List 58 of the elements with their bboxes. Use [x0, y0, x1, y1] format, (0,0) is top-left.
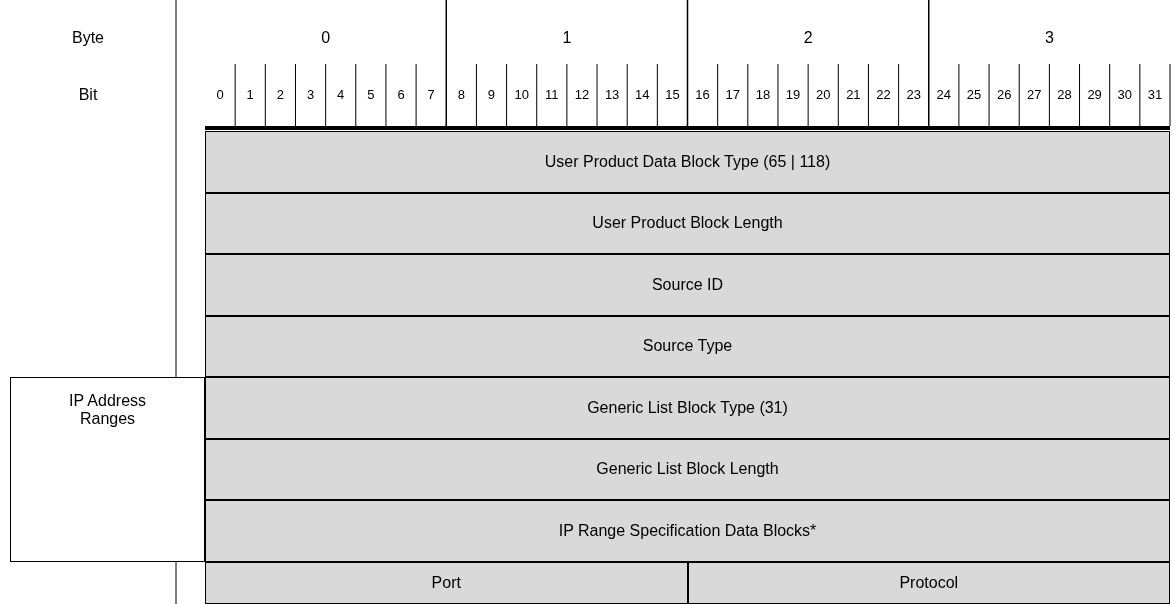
bit-number: 17	[724, 86, 741, 104]
field-box	[205, 254, 1170, 316]
bit-number: 19	[784, 86, 802, 104]
bit-number: 5	[366, 86, 376, 104]
bit-number: 9	[486, 86, 497, 104]
bit-number: 26	[995, 86, 1013, 104]
bit-number: 27	[1026, 86, 1043, 104]
bit-number: 21	[845, 86, 862, 104]
bit-number: 25	[965, 86, 983, 104]
field-label: Source ID	[651, 274, 724, 295]
byte-number: 0	[320, 28, 332, 48]
section-label: IP Address Ranges	[67, 392, 148, 428]
bit-number: 3	[305, 86, 316, 104]
bit-number: 20	[814, 86, 832, 104]
bit-number: 30	[1116, 86, 1133, 104]
bit-number: 18	[754, 86, 772, 104]
field-label: Port	[431, 572, 461, 593]
field-label: User Product Data Block Type (65 | 118)	[544, 151, 831, 172]
bit-number: 22	[875, 86, 892, 104]
bit-number: 6	[396, 86, 406, 104]
section-bracket-box	[10, 377, 205, 562]
bit-number: 11	[544, 86, 560, 104]
bit-number: 10	[513, 86, 530, 104]
field-label: IP Range Specification Data Blocks*	[558, 520, 817, 541]
field-box	[205, 192, 1170, 254]
field-box	[205, 438, 1170, 500]
field-label: Generic List Block Type (31)	[587, 397, 788, 418]
field-label: Source Type	[642, 336, 733, 357]
field-label: Generic List Block Length	[596, 459, 779, 480]
field-box	[205, 131, 1170, 193]
bit-number: 8	[456, 86, 466, 104]
bit-number: 23	[905, 86, 922, 104]
bit-number: 16	[694, 86, 711, 104]
field-box	[205, 377, 1170, 439]
byte-number: 2	[802, 28, 814, 48]
row-heading: Bit	[77, 85, 99, 105]
bit-number: 14	[634, 86, 651, 104]
bit-number: 24	[935, 86, 953, 104]
field-box	[687, 561, 1170, 604]
byte-number: 1	[561, 28, 573, 48]
bit-number: 12	[573, 86, 591, 104]
bit-number: 1	[245, 86, 255, 104]
bit-number: 0	[215, 86, 225, 104]
bit-number: 2	[275, 86, 285, 104]
bit-number: 28	[1056, 86, 1073, 104]
field-label: Protocol	[899, 572, 959, 593]
bit-number: 15	[664, 86, 681, 104]
bit-number: 29	[1086, 86, 1103, 104]
row-heading: Byte	[71, 28, 105, 48]
field-label: User Product Block Length	[592, 213, 783, 234]
bit-number: 4	[336, 86, 346, 104]
field-box	[205, 561, 688, 604]
field-box	[205, 500, 1170, 562]
byte-number: 3	[1043, 28, 1055, 48]
field-box	[205, 315, 1170, 377]
bit-number: 7	[426, 86, 436, 104]
bit-number: 13	[603, 86, 621, 104]
bit-number: 31	[1146, 86, 1164, 104]
